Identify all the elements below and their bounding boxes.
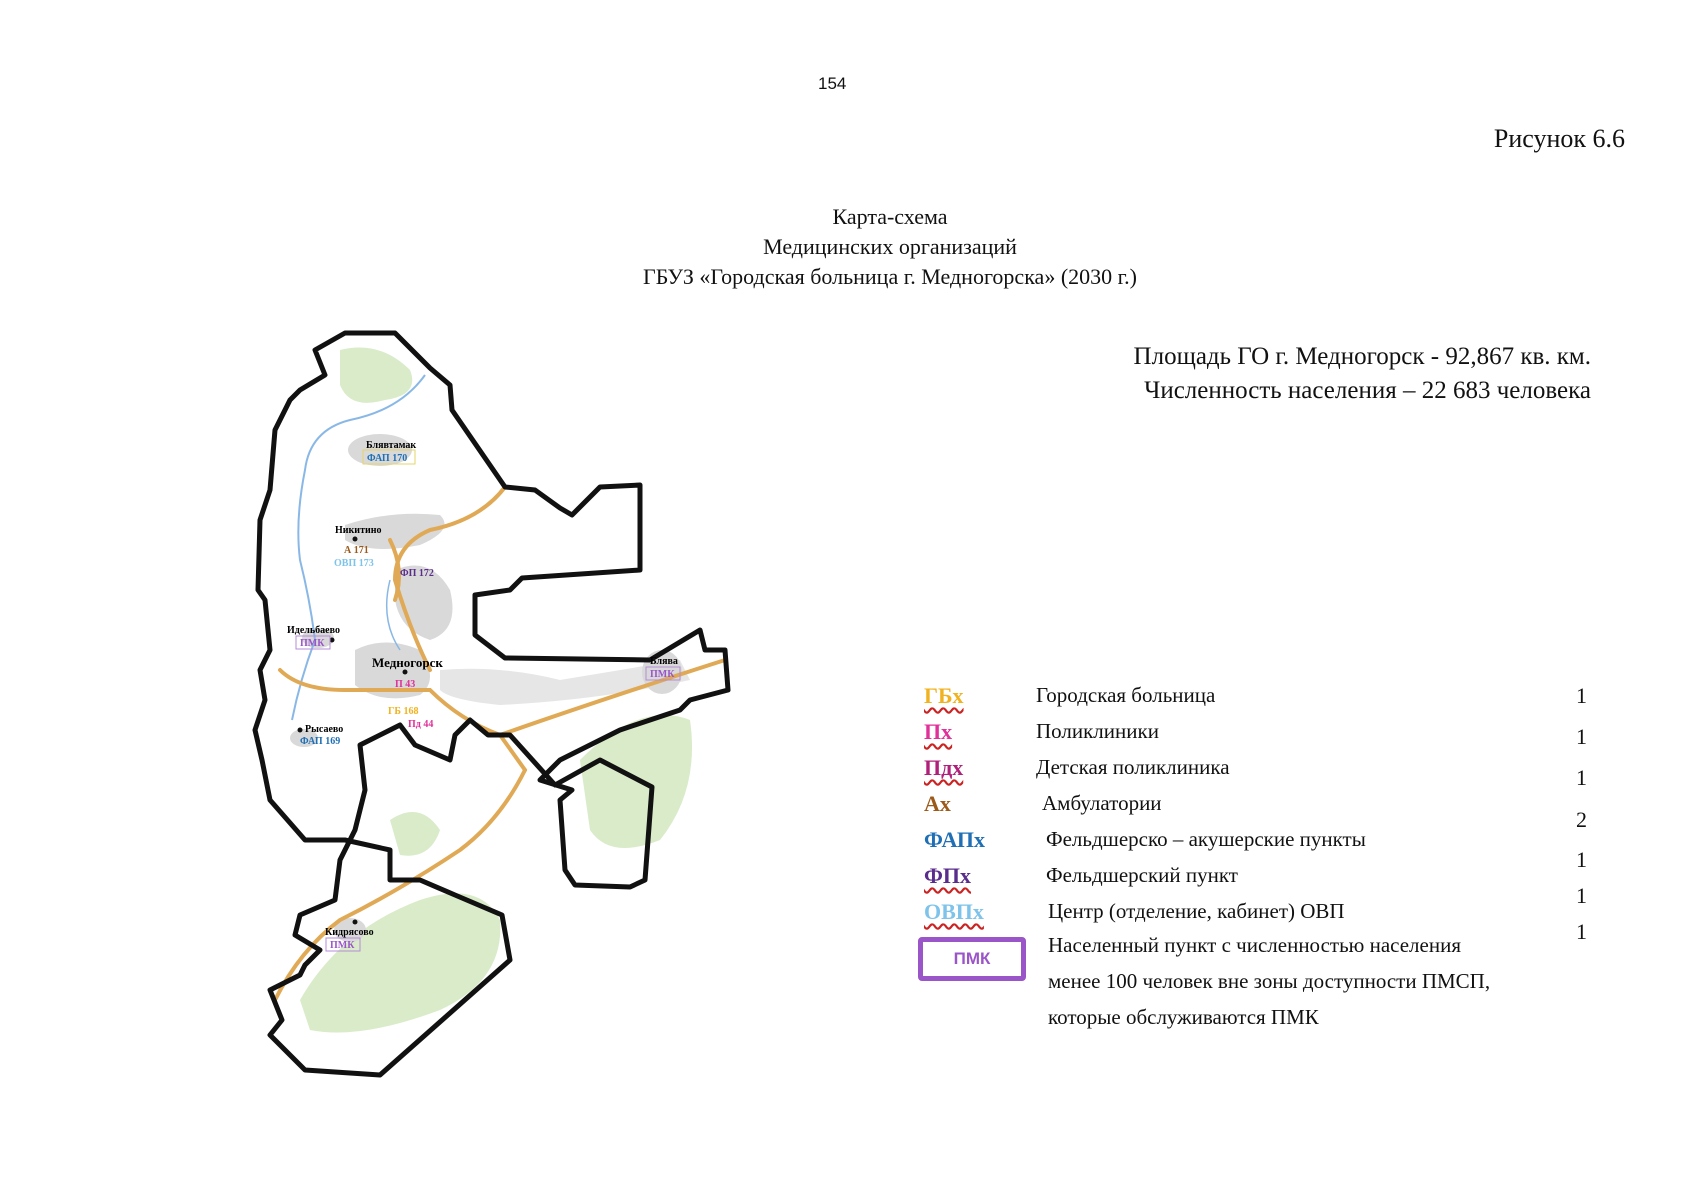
settlement-label: Блявтамак xyxy=(366,440,416,451)
map-title: Карта-схема Медицинских организаций ГБУЗ… xyxy=(0,202,1697,292)
settlement-label: Никитино xyxy=(335,525,382,536)
title-line-2: Медицинских организаций xyxy=(763,234,1017,259)
legend-abbr: Ах xyxy=(924,791,951,816)
legend-count: 1 xyxy=(1576,765,1587,790)
facility-frame xyxy=(362,449,416,465)
facility-label: Пд 44 xyxy=(408,719,433,730)
settlement-dots xyxy=(297,536,408,925)
forest-area xyxy=(390,812,440,856)
legend-desc: Поликлиники xyxy=(1036,719,1159,743)
legend-desc: Детская поликлиника xyxy=(1036,755,1230,779)
settlement-dot xyxy=(402,669,408,675)
settlement-area xyxy=(355,642,430,699)
facility-frame xyxy=(325,937,361,952)
pmk-desc-line-1: Населенный пункт с численностью населени… xyxy=(1048,933,1461,957)
road xyxy=(392,485,507,672)
settlement-dot xyxy=(329,637,335,643)
legend-desc: Фельдшерско – акушерские пункты xyxy=(1046,827,1366,851)
legend-count: 2 xyxy=(1576,807,1587,832)
road xyxy=(273,768,527,1002)
legend-count: 1 xyxy=(1576,683,1587,708)
legend-abbr: ОВПх xyxy=(924,899,984,924)
legend-desc: Фельдшерский пункт xyxy=(1046,863,1238,887)
facility-frame xyxy=(295,635,331,650)
settlement-dot xyxy=(352,919,358,925)
pmk-legend-box: ПМК xyxy=(918,937,1026,981)
facility-label: ФАП 170 xyxy=(367,453,407,464)
legend-abbr: Пдх xyxy=(924,755,964,780)
population-text: Численность населения – 22 683 человека xyxy=(1144,377,1591,404)
page-number: 154 xyxy=(818,74,847,93)
river-tributary xyxy=(385,579,401,651)
district-boundary xyxy=(252,330,731,1078)
settlement-dot xyxy=(352,536,358,542)
facility-label: ГБ 168 xyxy=(388,706,418,717)
settlement-label: Блява xyxy=(650,656,678,667)
district-stats: Площадь ГО г. Медногорск - 92,867 кв. км… xyxy=(1134,340,1591,408)
legend-count: 1 xyxy=(1576,724,1587,749)
title-line-1: Карта-схема xyxy=(832,204,948,229)
settlement-area xyxy=(345,513,445,549)
legend-abbr: Пх xyxy=(924,719,953,744)
settlement-area xyxy=(440,660,690,705)
legend-count: 1 xyxy=(1576,847,1587,872)
settlement-area xyxy=(334,918,366,942)
facility-label: ПМК xyxy=(330,940,355,951)
pmk-desc-line-2: менее 100 человек вне зоны доступности П… xyxy=(1048,969,1491,993)
legend-item-p: Пх Поликлиники 1 xyxy=(918,719,1598,753)
facility-label: ФП 172 xyxy=(400,568,434,579)
settlement-area xyxy=(290,729,318,747)
facility-label: ПМК xyxy=(300,638,325,649)
legend-desc: Амбулатории xyxy=(1042,791,1162,815)
pmk-legend-desc: Населенный пункт с численностью населени… xyxy=(1048,927,1608,1035)
settlement-area xyxy=(302,628,334,648)
facility-label: ФАП 169 xyxy=(300,736,340,747)
legend-desc: Городская больница xyxy=(1036,683,1216,707)
forest-area xyxy=(340,347,413,403)
legend-item-pd: Пдх Детская поликлиника 1 xyxy=(918,755,1598,790)
facility-label: ПМК xyxy=(650,669,675,680)
road xyxy=(388,538,401,602)
settlement-label: Медногорск xyxy=(372,655,443,670)
map-labels: Блявтамак ФАП 170 Никитино А 171 ОВП 173… xyxy=(287,440,681,952)
area-text: Площадь ГО г. Медногорск - 92,867 кв. км… xyxy=(1133,343,1591,370)
forest-area xyxy=(300,893,501,1033)
facility-frame xyxy=(645,666,681,681)
facility-label: П 43 xyxy=(395,679,415,690)
legend-abbr: ГБх xyxy=(924,683,964,708)
legend-item-fap: ФАПх Фельдшерско – акушерские пункты 1 xyxy=(918,827,1598,872)
settlement-label: Рысаево xyxy=(305,724,343,735)
pmk-desc-line-3: которые обслуживаются ПМК xyxy=(1048,1005,1319,1029)
legend-item-ovp: ОВПх Центр (отделение, кабинет) ОВП 1 xyxy=(918,899,1598,944)
settlement-label: Кидрясово xyxy=(325,927,374,938)
facility-label: ОВП 173 xyxy=(334,558,374,569)
figure-label: Рисунок 6.6 xyxy=(1493,124,1625,153)
legend-abbr: ФПх xyxy=(924,863,972,888)
legend-abbr: ФАПх xyxy=(924,827,985,852)
facility-label: А 171 xyxy=(344,545,369,556)
settlement-label: Идельбаево xyxy=(287,625,340,636)
legend-item-a: Ах Амбулатории 2 xyxy=(918,791,1598,832)
legend-count: 1 xyxy=(1576,919,1587,944)
legend-count: 1 xyxy=(1576,883,1587,908)
legend-item-fp: ФПх Фельдшерский пункт 1 xyxy=(918,863,1598,908)
road xyxy=(498,658,727,737)
title-line-3: ГБУЗ «Городская больница г. Медногорска»… xyxy=(642,264,1138,289)
legend-item-gb: ГБх Городская больница 1 xyxy=(918,683,1598,717)
settlement-dot xyxy=(297,727,303,733)
legend-desc: Центр (отделение, кабинет) ОВП xyxy=(1048,899,1345,923)
